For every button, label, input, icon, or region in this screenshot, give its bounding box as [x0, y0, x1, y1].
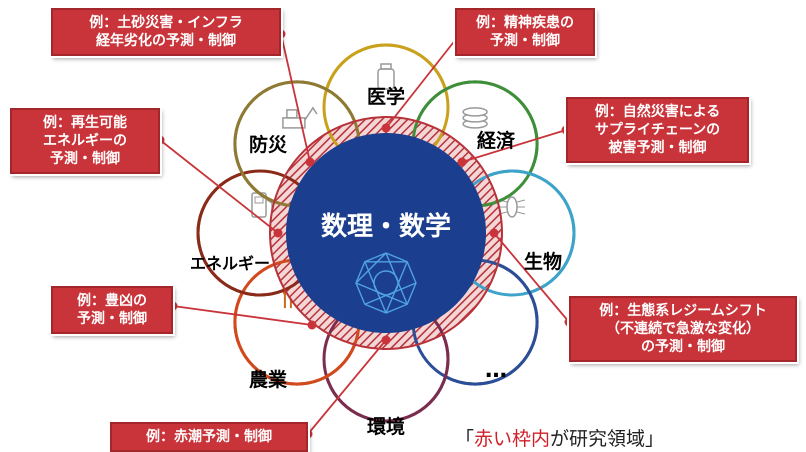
callout-connector — [159, 139, 279, 234]
callout-line: 予測・制御 — [50, 151, 120, 167]
center-title: 数理・数学 — [320, 212, 452, 242]
callout-line: 例：生態系レジームシフト — [599, 303, 767, 319]
callout-line: 例：再生可能 — [43, 115, 127, 131]
caption-rest: が研究領域」 — [550, 428, 665, 450]
caption: 「赤い枠内が研究領域」 — [455, 424, 664, 451]
callout-economy: 例：自然災害による サプライチェーンの 被害予測・制御 — [564, 95, 751, 165]
callout-line: （不連続で急激な変化） — [606, 321, 760, 337]
callout-agriculture: 例：豊凶の 予測・制御 — [49, 284, 175, 336]
callout-energy: 例：再生可能 エネルギーの 予測・制御 — [8, 106, 162, 176]
callout-environment: 例：赤潮予測・制御 — [108, 420, 310, 452]
callout-line: 経年劣化の予測・制御 — [96, 33, 236, 49]
callout-connector — [385, 33, 461, 129]
callout-medicine: 例：精神疾患の 予測・制御 — [453, 6, 597, 58]
connector-dot — [381, 335, 391, 345]
callout-biology: 例：生態系レジームシフト （不連続で急激な変化） の予測・制御 — [567, 294, 799, 364]
node-label-more: … — [485, 358, 507, 383]
excavator-icon — [282, 106, 318, 129]
node-label-economy: 経済 — [476, 130, 516, 152]
callout-line: 予測・制御 — [77, 311, 147, 327]
node-label-biology: 生物 — [523, 251, 563, 273]
connector-dot — [307, 320, 317, 330]
overlap-region-border — [269, 116, 503, 350]
callout-connector — [280, 33, 311, 163]
node-label-environment: 環境 — [366, 416, 406, 438]
callout-line: 例：土砂災害・インフラ — [89, 15, 243, 31]
callout-line: 例：赤潮予測・制御 — [146, 429, 272, 445]
callout-connector — [493, 232, 570, 323]
connector-dot — [305, 157, 315, 167]
connector-dot — [489, 228, 499, 238]
callout-line: サプライチェーンの — [594, 122, 721, 138]
node-label-disaster-prevention: 防災 — [248, 134, 288, 156]
callout-connector — [461, 129, 567, 163]
node-label-medicine: 医学 — [366, 86, 406, 108]
connector-dot — [273, 228, 283, 238]
callout-line: 被害予測・制御 — [608, 140, 707, 156]
callout-connector — [307, 339, 387, 435]
callout-line: 例：自然災害による — [594, 104, 721, 120]
callout-line: 例：精神疾患の — [476, 15, 574, 31]
node-label-agriculture: 農業 — [248, 369, 288, 391]
callout-connector — [172, 305, 313, 326]
caption-highlight: 赤い枠内 — [474, 428, 551, 450]
medicine-bottle-icon — [377, 63, 395, 90]
core-circle — [286, 133, 486, 333]
connector-dot — [457, 157, 467, 167]
callout-line: エネルギーの — [43, 133, 127, 149]
coins-icon — [462, 107, 488, 129]
node-label-energy: エネルギー — [189, 254, 271, 273]
network-polyhedron-icon — [355, 252, 417, 314]
connector-dot — [381, 123, 391, 133]
caption-open: 「 — [455, 428, 475, 450]
callout-line: 予測・制御 — [490, 33, 560, 49]
callout-line: 例：豊凶の — [77, 293, 147, 309]
callout-line: の予測・制御 — [641, 339, 725, 355]
callout-disaster: 例：土砂災害・インフラ 経年劣化の予測・制御 — [49, 6, 283, 58]
